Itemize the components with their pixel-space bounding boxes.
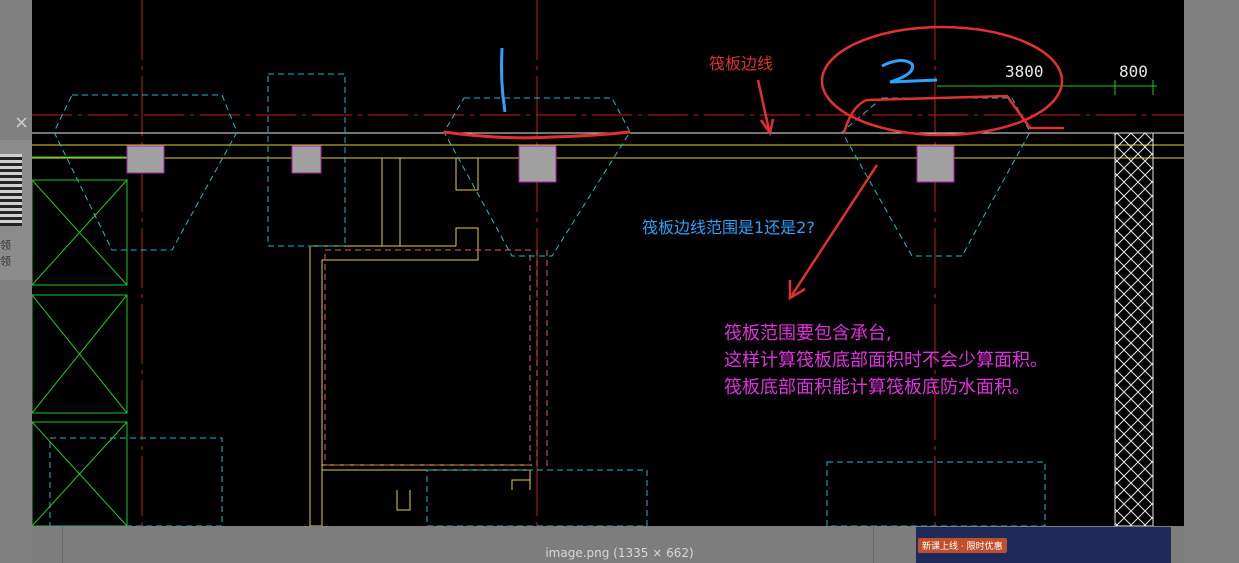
answer-line-1: 筏板范围要包含承台,: [724, 323, 892, 344]
qr-side-panel[interactable]: 领领: [0, 140, 32, 280]
green-grid: [32, 156, 132, 526]
image-caption: image.png (1335 × 662): [545, 546, 694, 560]
dimension-3800: 3800: [1005, 62, 1044, 81]
dimension-800: 800: [1119, 62, 1148, 81]
opening-outline: [324, 249, 548, 470]
divider: [873, 526, 874, 563]
cad-drawing-image[interactable]: 筏板边线 筏板边线范围是1还是2? 3800 800 筏板范围要包含承台, 这样…: [32, 0, 1184, 526]
question-text: 筏板边线范围是1还是2?: [642, 218, 815, 237]
viewer-backdrop-right: [1184, 0, 1239, 563]
qr-code-icon: [0, 154, 22, 226]
column-blocks: [126, 145, 955, 183]
hatched-wall: [1114, 132, 1154, 526]
dimension-lines: [937, 80, 1157, 95]
raft-edge-label: 筏板边线: [709, 54, 774, 73]
answer-line-2: 这样计算筏板底部面积时不会少算面积。: [724, 350, 1048, 371]
arrow-raft-edge: [759, 118, 775, 137]
ad-thumbnail[interactable]: 新课上线 · 限时优惠: [916, 527, 1171, 563]
answer-line-3: 筏板底部面积能计算筏板底防水面积。: [724, 377, 1030, 398]
cad-drawing: [32, 0, 1184, 526]
annotation-1-stroke: [499, 47, 507, 113]
ad-badge: 新课上线 · 限时优惠: [918, 538, 1007, 553]
annotation-2-stroke: [881, 59, 938, 84]
close-icon[interactable]: ×: [14, 112, 30, 133]
annotation-1-underline: [443, 130, 631, 140]
viewer-backdrop-left: [0, 0, 32, 563]
answer-text: 筏板范围要包含承台, 这样计算筏板底部面积时不会少算面积。 筏板底部面积能计算筏…: [724, 320, 1048, 401]
annotation-2-path: [842, 94, 1064, 134]
annotation-2-ellipse: [820, 25, 1064, 137]
divider: [62, 526, 63, 563]
pile-cap-outlines: [49, 73, 1046, 526]
qr-side-text: 领领: [0, 239, 11, 268]
arrow-answer: [788, 280, 806, 301]
